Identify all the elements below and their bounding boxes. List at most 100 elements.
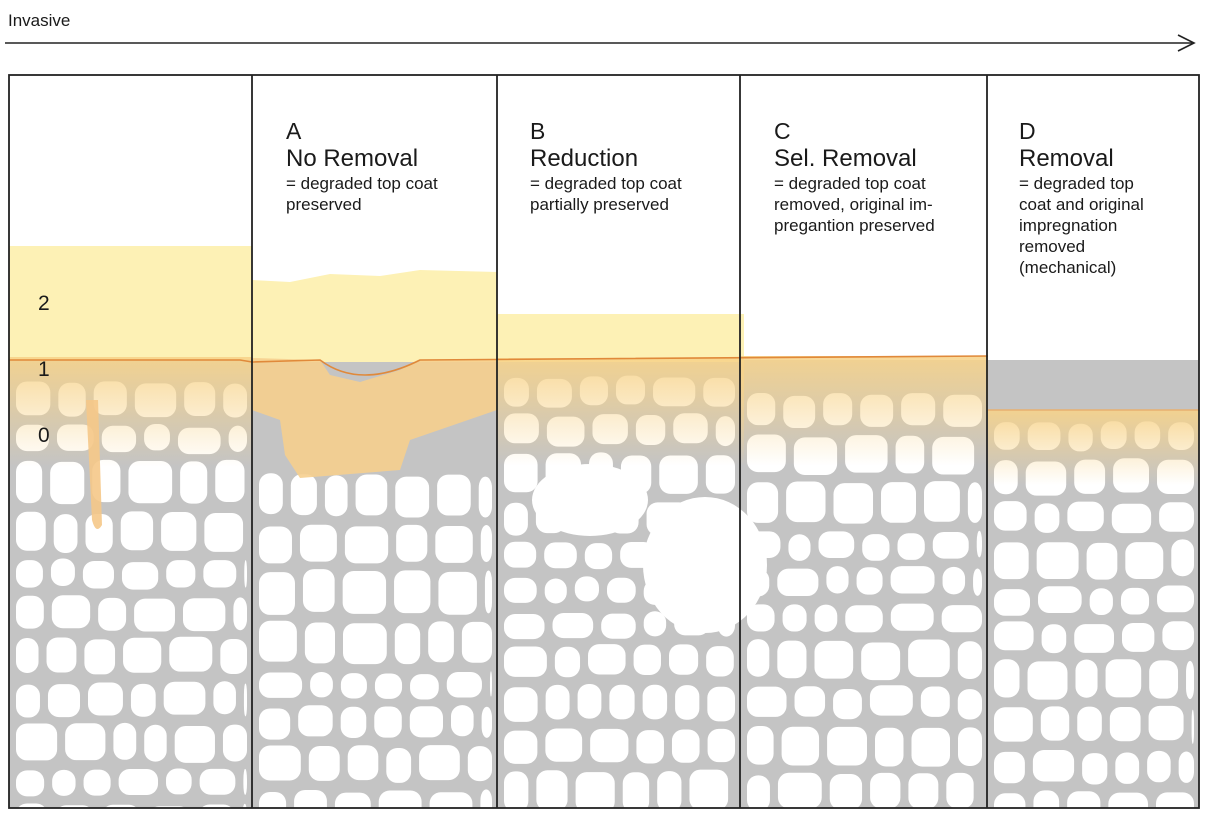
wood-cell (220, 639, 247, 675)
wood-cell (875, 727, 904, 767)
wood-cell (166, 768, 192, 795)
wood-cell (1067, 791, 1101, 808)
wood-cell (588, 644, 626, 675)
wood-cell (504, 730, 538, 764)
wood-cell (668, 644, 699, 675)
wood-cell (606, 577, 636, 603)
column-d-letter: D (1019, 118, 1036, 144)
wood-cell (994, 751, 1025, 784)
wood-cell (410, 674, 439, 700)
wood-cell (51, 595, 91, 629)
wood-cell (552, 613, 594, 639)
wood-cell (340, 673, 367, 699)
wood-cell (299, 524, 337, 562)
wood-cell (536, 770, 568, 808)
wood-cell (489, 671, 492, 697)
wood-cell (633, 644, 661, 675)
wood-cell (259, 620, 297, 662)
wood-cell (180, 461, 208, 504)
wood-cell (18, 803, 46, 808)
wood-cell (1125, 542, 1164, 579)
wood-cell (120, 511, 154, 551)
wood-cell (862, 534, 890, 561)
wood-cell (1157, 585, 1194, 613)
topcoat-layer-b (497, 314, 744, 362)
column-b-desc: = degraded top coat partially preserved (530, 174, 682, 214)
wood-cells (16, 375, 1194, 808)
wood-cell (967, 482, 982, 523)
wood-cell (1147, 750, 1171, 783)
wood-cell (355, 474, 388, 516)
wood-cell (689, 769, 729, 808)
wood-cell (861, 642, 901, 681)
wood-cell (777, 568, 819, 597)
impregnation-layer-d (988, 410, 1199, 485)
wood-cell (1186, 660, 1194, 700)
wood-cell (82, 561, 114, 589)
column-d-desc: = degraded top coat and original impregn… (1019, 174, 1144, 277)
wood-cell (394, 623, 421, 665)
wood-cell (897, 533, 925, 560)
wood-cell (1040, 706, 1070, 741)
wood-cell (1120, 587, 1150, 615)
wood-cell (941, 605, 982, 633)
wood-cell (259, 708, 291, 740)
wood-cell (504, 687, 538, 722)
wood-cell (334, 792, 371, 808)
wood-cell (870, 772, 901, 808)
wood-cell (461, 621, 492, 663)
wood-cell (46, 637, 77, 673)
wood-cell (85, 513, 113, 553)
wood-cell (480, 789, 492, 808)
wood-cell (88, 682, 123, 716)
wood-cell (394, 570, 431, 614)
wood-cell (467, 746, 492, 782)
wood-cell (386, 747, 412, 783)
wood-cell (310, 672, 333, 698)
wood-cell (777, 772, 822, 808)
wood-cell (204, 513, 244, 552)
impregnation-layer-b (497, 358, 744, 466)
wood-cell (128, 460, 173, 504)
wood-cell (259, 473, 283, 515)
wood-cell (920, 686, 950, 717)
wood-cell (794, 686, 826, 717)
wood-cell (16, 511, 46, 551)
wood-cell (199, 768, 236, 795)
wood-cell (554, 646, 581, 678)
wood-cell (130, 683, 156, 717)
wood-cell (222, 724, 247, 762)
wood-cell (994, 621, 1034, 651)
wood-cell (994, 542, 1029, 580)
wood-cell (161, 512, 197, 551)
wood-cell (50, 461, 85, 505)
wood-cell (16, 637, 39, 673)
wood-cell (294, 789, 327, 808)
wood-cell (163, 681, 206, 715)
wood-cell (814, 640, 854, 679)
wood-cell (994, 793, 1026, 808)
wood-cell (342, 570, 387, 614)
wood-cell (657, 771, 682, 808)
column-d-title: Removal (1019, 145, 1114, 172)
wood-cell (113, 722, 137, 760)
wood-cell (395, 476, 430, 518)
wood-cell (577, 684, 602, 719)
arrow-label: Invasive (8, 11, 71, 30)
wood-cell (435, 526, 473, 563)
wood-cell (16, 595, 44, 629)
wood-cell (84, 639, 116, 675)
wood-cell (747, 775, 770, 808)
column-c-desc: = degraded top coat removed, original im… (774, 174, 935, 235)
wood-cell (1111, 503, 1152, 534)
wood-cell (946, 772, 974, 808)
invasive-arrow (5, 34, 1196, 52)
wood-cell (1036, 542, 1079, 580)
wood-cell (118, 769, 159, 795)
wood-cell (378, 790, 422, 808)
column-d-header: D Removal = degraded top coat and origin… (1019, 118, 1213, 278)
wood-cell (911, 727, 951, 767)
wood-cell (409, 706, 444, 738)
wood-cell (574, 576, 599, 602)
wood-cell (298, 705, 333, 737)
